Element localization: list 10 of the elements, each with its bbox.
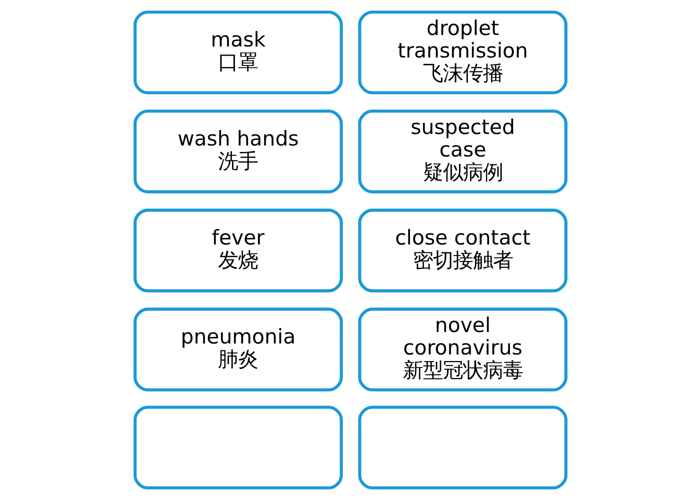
node-box: pneumonia 肺炎 (133, 308, 342, 392)
node-box (133, 406, 342, 490)
node-box: mask 口罩 (133, 10, 342, 94)
node-box: droplet transmission 飞沫传播 (358, 10, 567, 94)
node-box: novel coronavirus 新型冠状病毒 (358, 308, 567, 392)
node-box: suspected case 疑似病例 (358, 110, 567, 194)
node-box: fever 发烧 (133, 208, 342, 292)
node-box (358, 406, 567, 490)
node-box: close contact 密切接触者 (358, 208, 567, 292)
node-box: wash hands 洗手 (133, 110, 342, 194)
